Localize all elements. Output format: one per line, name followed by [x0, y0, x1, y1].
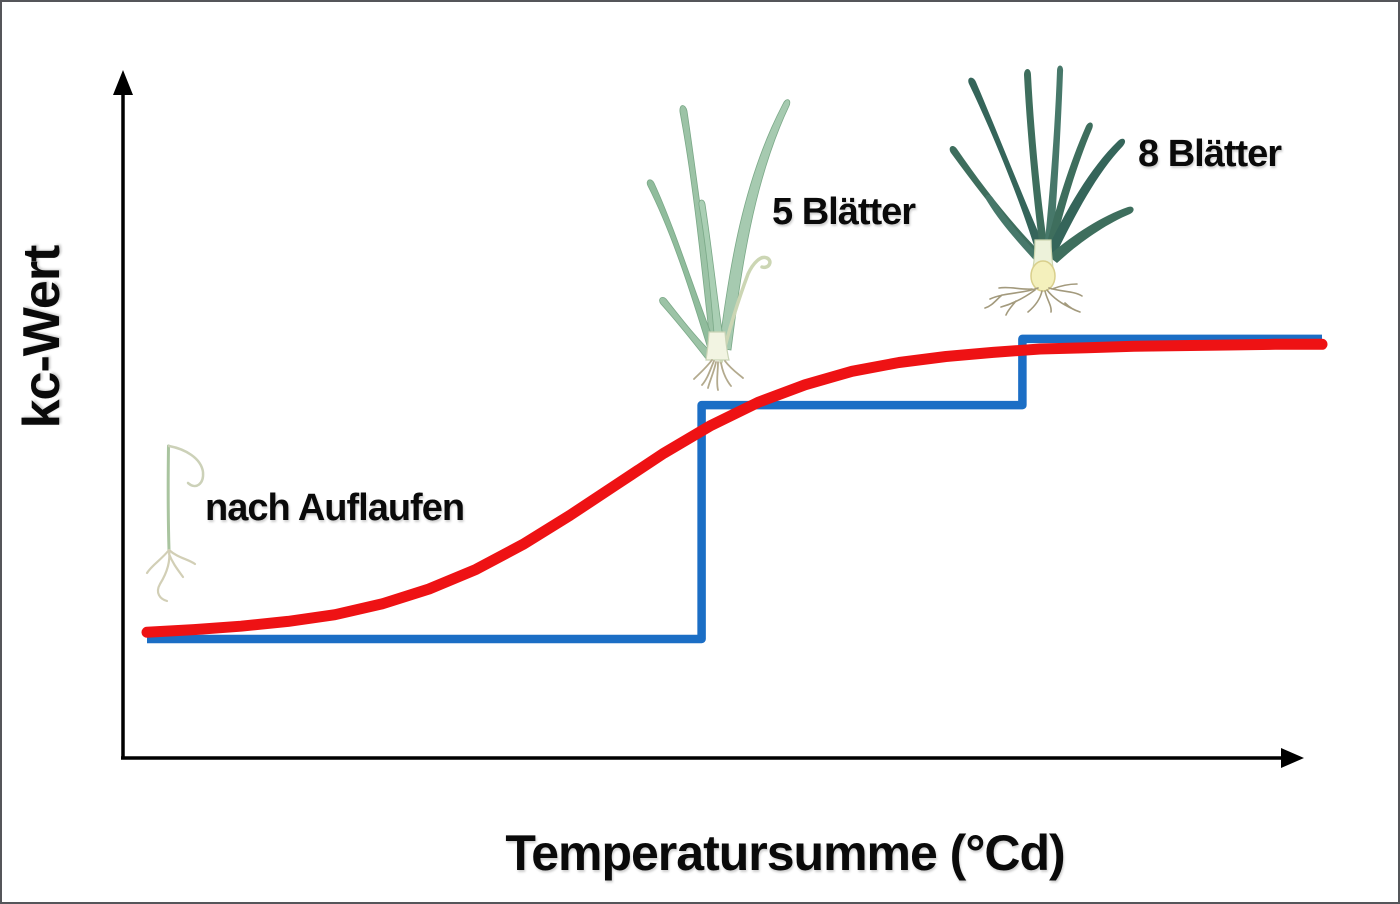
leaf — [1046, 138, 1126, 256]
annotation-5-blaetter: 5 Blätter — [772, 191, 916, 233]
leaf — [659, 296, 716, 361]
bulb — [1030, 260, 1056, 292]
axes — [113, 70, 1304, 768]
y-axis-arrow-icon — [113, 70, 133, 95]
leaf — [968, 77, 1046, 252]
leaf — [698, 199, 725, 346]
leaf-curled — [719, 255, 772, 364]
leaf — [949, 146, 1042, 258]
x-axis-arrow-icon — [1281, 748, 1304, 768]
x-axis-label: Temperatursumme (°Cd) — [505, 825, 1065, 881]
step-curve — [147, 334, 1322, 644]
y-axis-label: kc-Wert — [13, 245, 71, 429]
root-tuft — [693, 359, 744, 391]
leaf — [1044, 65, 1064, 252]
leaf — [718, 99, 791, 351]
leaf — [1024, 69, 1048, 250]
annotation-8-blaetter: 8 Blätter — [1138, 133, 1282, 175]
leaf — [1045, 122, 1093, 253]
seedling-roots — [145, 548, 197, 603]
seedling-illustration — [145, 444, 205, 603]
onion-8-leaves-illustration — [949, 65, 1134, 316]
leaf — [985, 194, 1040, 260]
root-scraggle — [984, 283, 1083, 316]
seedling-cotyledon-hook — [167, 444, 205, 488]
onion-5-leaves-illustration — [646, 99, 791, 391]
leaf — [1048, 206, 1134, 263]
annotation-nach-auflaufen: nach Auflaufen — [205, 487, 465, 529]
seedling-stem — [166, 444, 171, 552]
sigmoid-curve — [141, 338, 1328, 638]
leaf — [646, 179, 720, 355]
stem-white — [705, 331, 730, 361]
